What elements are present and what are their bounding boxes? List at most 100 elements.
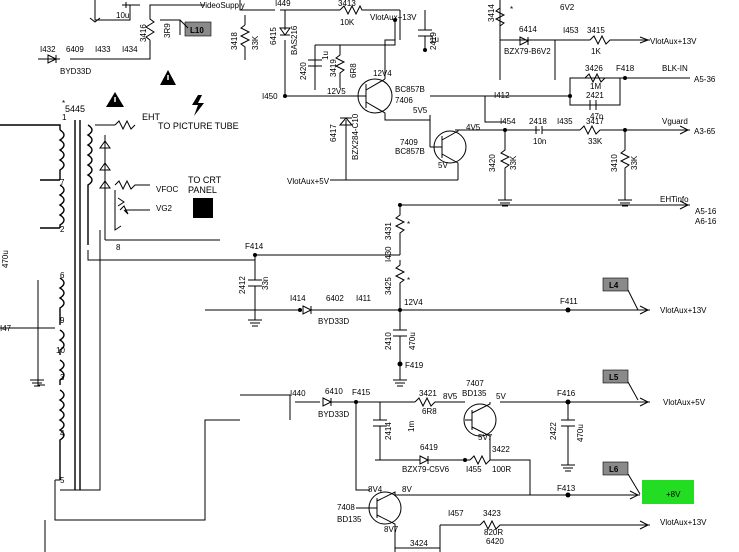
- label-vlot13-c: VlotAux+13V: [660, 306, 707, 315]
- label-vlot5-a: VlotAux+5V: [287, 177, 330, 186]
- label-pin5: 5: [60, 476, 65, 485]
- label-star-a: *: [510, 5, 513, 14]
- label-i440: I440: [290, 389, 306, 398]
- rail-5v: [240, 394, 650, 495]
- label-6r8-b: 6R8: [422, 407, 437, 416]
- label-7406: 7406: [395, 96, 413, 105]
- label-vg2: VG2: [156, 204, 173, 213]
- top-left-supply: [38, 0, 205, 64]
- label-12v5: 12V5: [327, 87, 346, 96]
- ehtinfo-branch: [248, 200, 690, 327]
- label-pin2: 2: [60, 225, 65, 234]
- label-6409: 6409: [66, 45, 84, 54]
- label-i434: I434: [122, 45, 138, 54]
- label-6417: 6417: [329, 124, 338, 142]
- label-i47: I47: [0, 324, 12, 333]
- label-a5-16: A5-16: [695, 207, 717, 216]
- label-3420: 3420: [488, 154, 497, 172]
- label-vlot5-b: VlotAux+5V: [663, 398, 706, 407]
- label-1m: 1M: [590, 82, 601, 91]
- label-10k: 10K: [340, 18, 355, 27]
- label-2419: 2419: [429, 32, 438, 50]
- label-pin8: 8: [116, 243, 121, 252]
- label-2421: 2421: [586, 91, 604, 100]
- label-3425: 3425: [384, 277, 393, 295]
- label-vlot13-d: VlotAux+13V: [660, 518, 707, 527]
- label-to-crt: TO CRT: [188, 175, 222, 185]
- label-8v: 8V: [402, 485, 412, 494]
- label-star-c: *: [407, 220, 410, 229]
- label-3r9: 3R9: [163, 23, 172, 38]
- label-33k-b: 33K: [588, 137, 603, 146]
- rail-13v: [205, 305, 650, 387]
- label-blk-in: BLK-IN: [662, 64, 688, 73]
- label-3422: 3422: [492, 445, 510, 454]
- label-6410: 6410: [325, 387, 343, 396]
- label-vlot13-a: VlotAux+13V: [370, 13, 417, 22]
- label-100r: 100R: [492, 465, 511, 474]
- label-pin6: 6: [60, 271, 65, 280]
- label-i454: I454: [500, 117, 516, 126]
- label-vfoc: VFOC: [156, 185, 178, 194]
- label-470u-left: 470u: [1, 250, 10, 268]
- label-vlot13-b: VlotAux+13V: [650, 37, 697, 46]
- label-i435: I435: [557, 117, 573, 126]
- label-2420: 2420: [299, 62, 308, 80]
- label-i412: I412: [494, 91, 510, 100]
- label-bc857b-a: BC857B: [395, 85, 425, 94]
- label-i455: I455: [466, 465, 482, 474]
- label-3415: 3415: [587, 26, 605, 35]
- label-i430: I430: [384, 246, 393, 262]
- label-i453: I453: [563, 26, 579, 35]
- label-f413: F413: [557, 484, 576, 493]
- label-820r: 820R: [484, 528, 503, 537]
- label-f411: F411: [560, 297, 578, 306]
- label-33n: 33n: [261, 277, 270, 290]
- label-bzx79-c5v6: BZX79-C5V6: [402, 465, 450, 474]
- label-3419: 3419: [329, 59, 338, 77]
- tag-l4: L4: [609, 281, 619, 290]
- label-6415: 6415: [269, 27, 278, 45]
- label-pin10: 10: [56, 346, 65, 355]
- labels: 10u VideoSupply L10 I432 6409 I433 I434 …: [0, 0, 717, 548]
- label-byd33d-b: BYD33D: [318, 317, 349, 326]
- label-i457: I457: [448, 509, 464, 518]
- label-pin7: 7: [60, 178, 65, 187]
- label-5445: 5445: [65, 104, 85, 114]
- label-6420: 6420: [486, 537, 504, 546]
- label-1u-b: 1u: [321, 51, 330, 60]
- label-bd135-a: BD135: [462, 389, 487, 398]
- label-5v7: 5V7: [478, 433, 493, 442]
- label-12v4-b: 12V4: [404, 298, 423, 307]
- label-i449: I449: [275, 0, 291, 8]
- label-2422: 2422: [549, 422, 558, 440]
- label-3418: 3418: [230, 32, 239, 50]
- label-f418: F418: [616, 64, 635, 73]
- label-1u-a: 1u: [430, 35, 439, 44]
- label-3414: 3414: [487, 4, 496, 22]
- label-i414: I414: [290, 294, 306, 303]
- tag-callouts: [179, 19, 694, 504]
- label-3417: 3417: [586, 117, 604, 126]
- tag-l5: L5: [609, 373, 619, 382]
- label-33k-a: 33K: [251, 35, 260, 50]
- label-f416: F416: [557, 389, 576, 398]
- label-2412: 2412: [238, 276, 247, 294]
- label-c10u: 10u: [116, 11, 129, 20]
- label-star-b: *: [62, 99, 65, 108]
- label-ehtinfo: EHTinfo: [660, 195, 689, 204]
- label-4v5: 4V5: [466, 123, 481, 132]
- label-3410: 3410: [610, 154, 619, 172]
- label-3413: 3413: [338, 0, 356, 8]
- label-i432: I432: [40, 45, 56, 54]
- label-2418: 2418: [529, 117, 547, 126]
- label-f414: F414: [245, 242, 264, 251]
- label-byd33d-a: BYD33D: [60, 67, 91, 76]
- label-star-d: *: [407, 276, 410, 285]
- warning-icons: [106, 70, 204, 116]
- label-bas216: BAS216: [290, 25, 299, 55]
- label-2410: 2410: [384, 332, 393, 350]
- label-3423: 3423: [483, 509, 501, 518]
- label-bc857b-b: BC857B: [395, 147, 425, 156]
